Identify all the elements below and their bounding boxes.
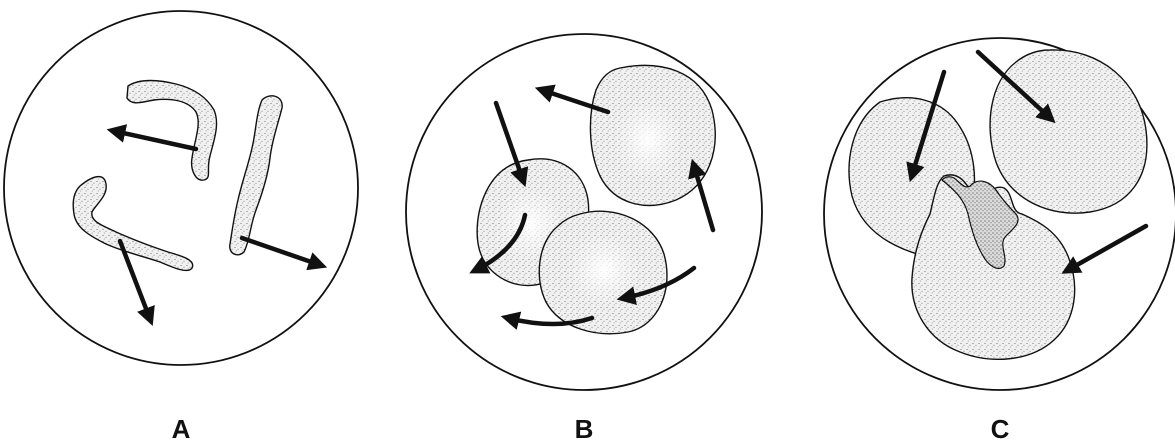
panel-label-b: B <box>575 414 594 443</box>
motion-arrow <box>975 49 1056 124</box>
cytoplasm-rupture <box>941 176 1019 269</box>
red-cell-top-right <box>989 49 1148 214</box>
motion-arrow <box>616 265 697 306</box>
parasite-upper <box>126 79 218 181</box>
microscope-field-a <box>3 10 359 366</box>
motion-arrow <box>239 235 328 271</box>
central-pallor <box>614 100 682 180</box>
panel-label-c: C <box>991 414 1010 443</box>
motion-arrow <box>493 100 529 188</box>
motion-arrow <box>469 212 528 274</box>
panel-a <box>3 10 359 366</box>
panel-c <box>823 37 1175 391</box>
motion-arrow <box>906 69 947 183</box>
parasite-right <box>229 95 283 256</box>
panel-label-a: A <box>172 414 191 443</box>
motion-arrow <box>1061 223 1149 274</box>
parasite-lower <box>72 176 194 272</box>
motion-arrow <box>688 158 716 233</box>
motion-arrow <box>500 311 595 330</box>
motion-arrow <box>106 124 199 152</box>
motion-arrow <box>534 84 611 115</box>
panel-b <box>405 33 763 391</box>
motion-arrow <box>117 238 155 327</box>
